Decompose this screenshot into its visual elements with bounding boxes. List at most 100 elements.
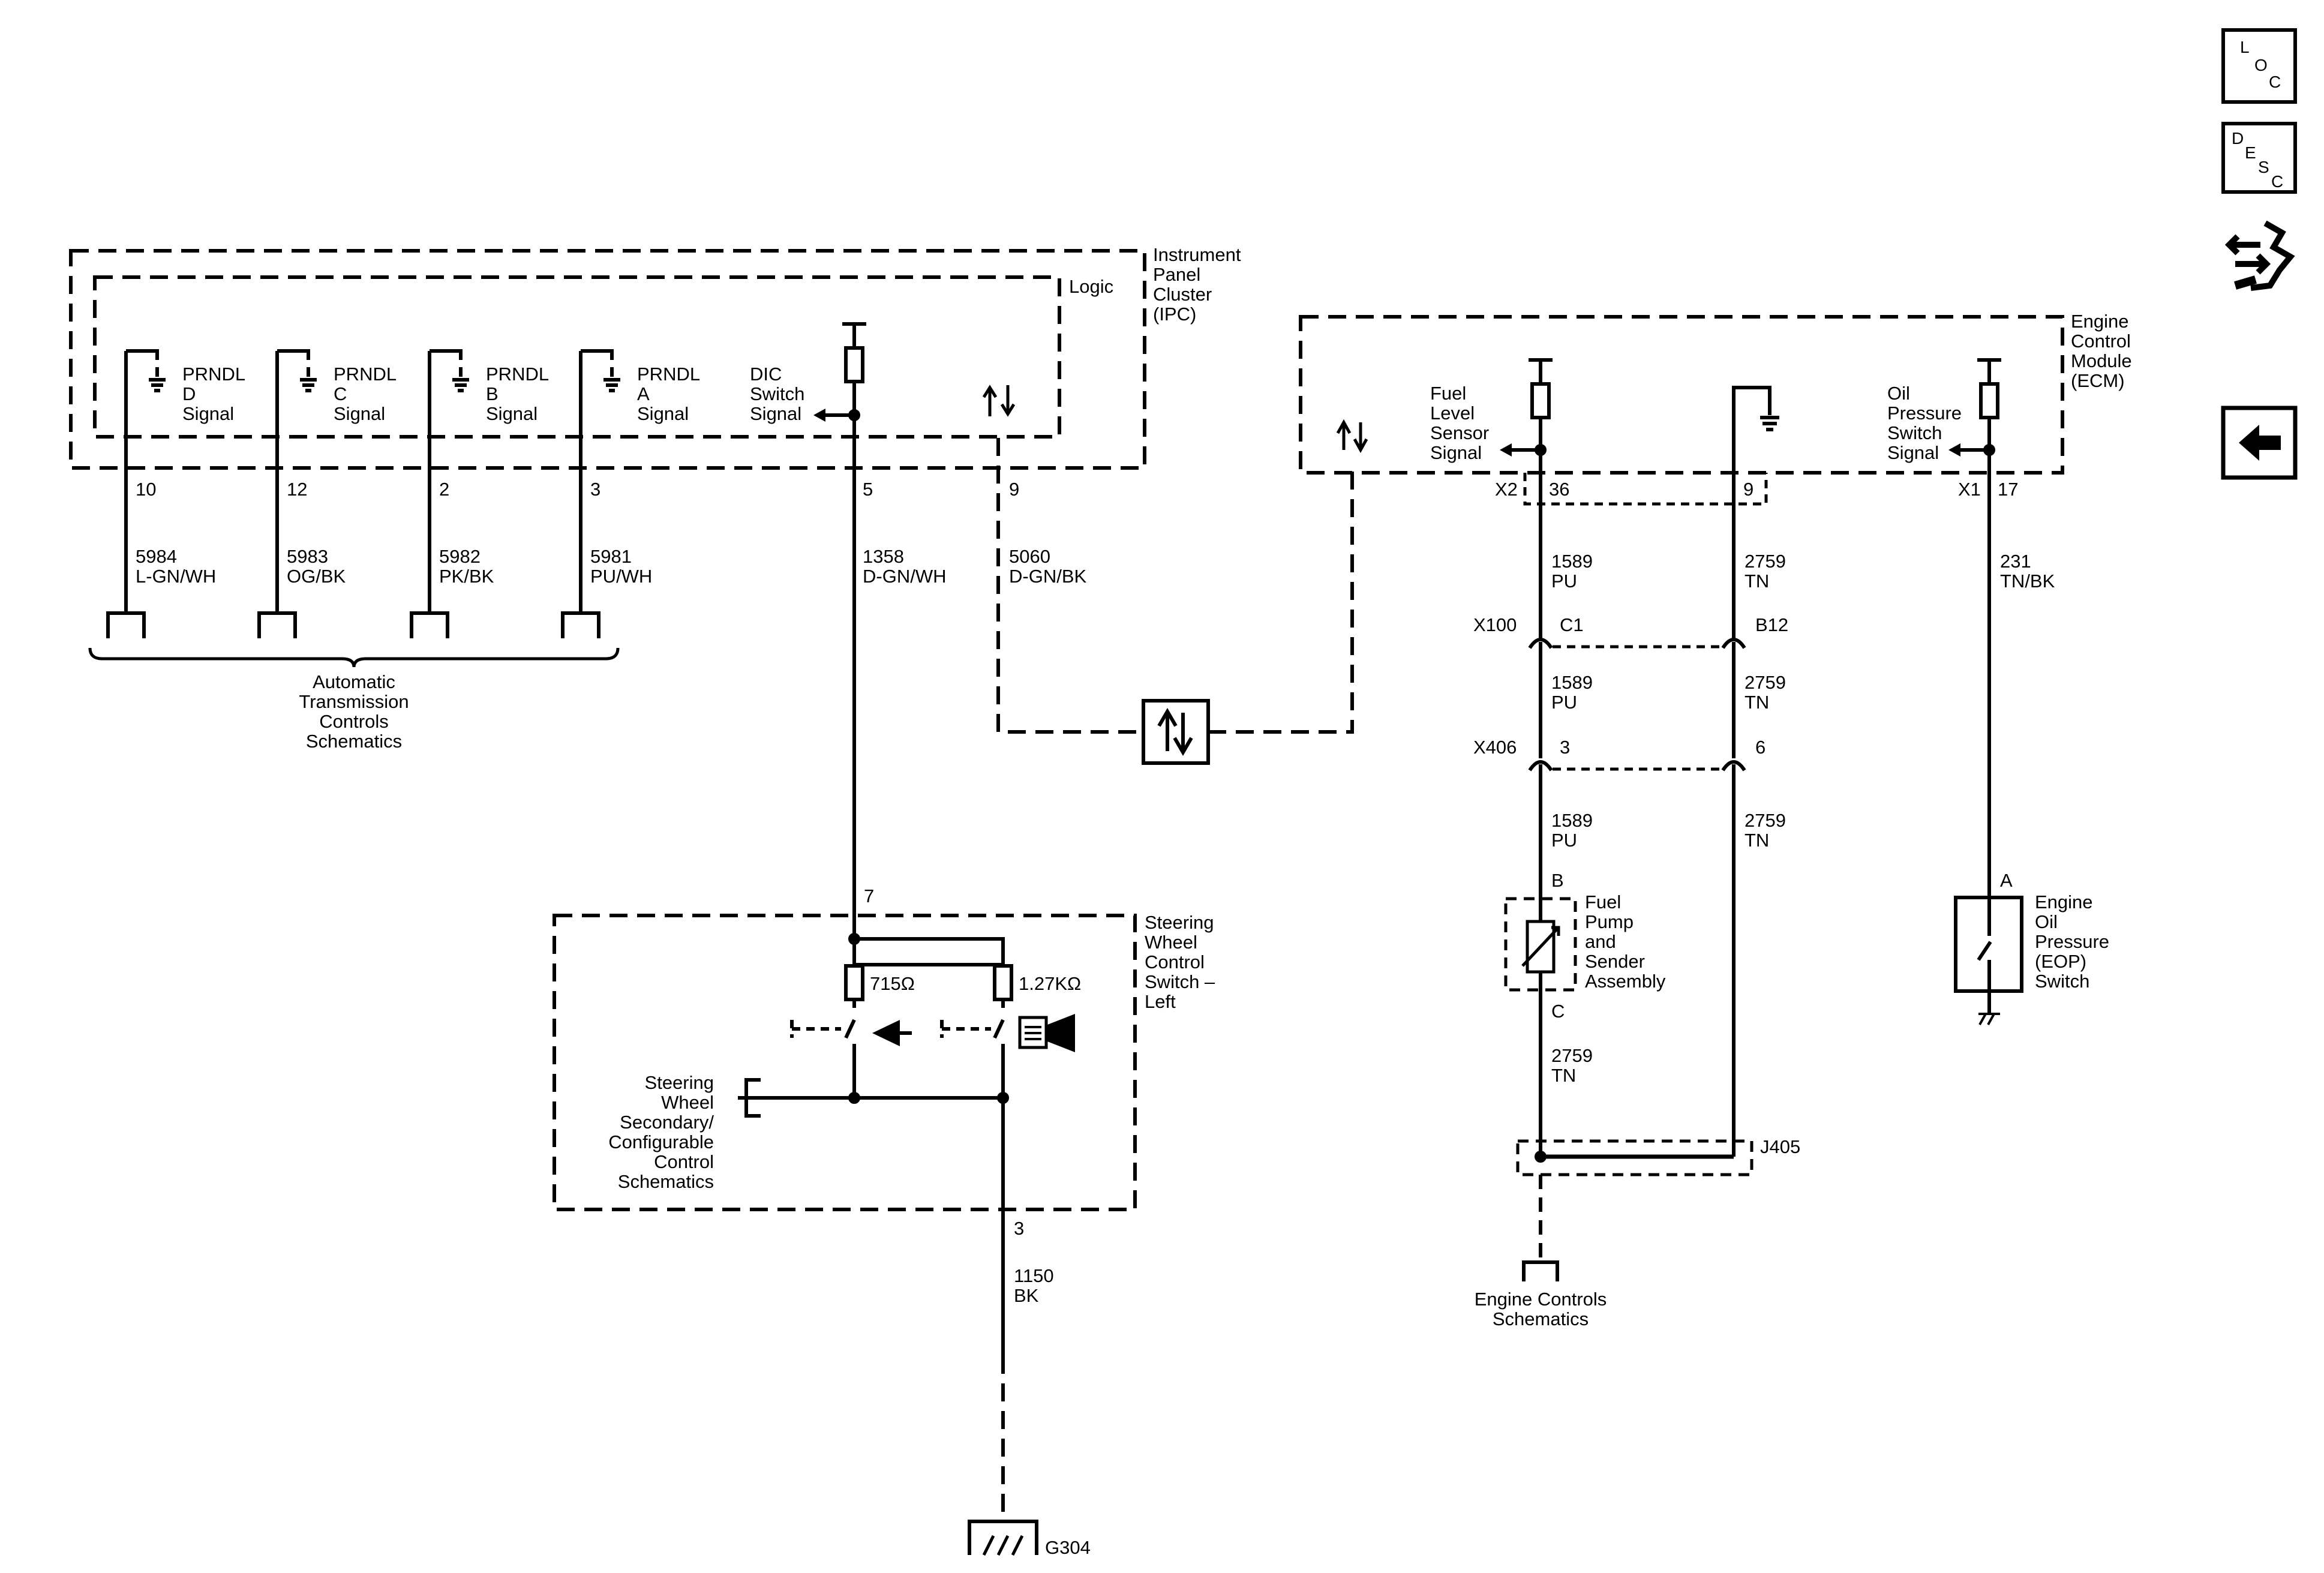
svg-text:TN: TN	[1551, 1065, 1576, 1086]
svg-text:Controls: Controls	[319, 711, 388, 732]
svg-text:Signal: Signal	[637, 403, 689, 424]
svg-text:Engine Controls: Engine Controls	[1475, 1289, 1607, 1310]
svg-text:L-GN/WH: L-GN/WH	[136, 566, 216, 587]
svg-text:Module: Module	[2071, 350, 2132, 371]
svg-text:D-GN/WH: D-GN/WH	[863, 566, 946, 587]
svg-text:Control: Control	[2071, 331, 2131, 352]
svg-text:Signal: Signal	[1887, 442, 1939, 463]
svg-text:PRNDL: PRNDL	[182, 364, 245, 385]
svg-text:O: O	[2254, 56, 2268, 74]
svg-text:C: C	[1551, 1001, 1565, 1022]
svg-text:Switch: Switch	[2035, 971, 2089, 992]
svg-text:5981: 5981	[590, 546, 632, 567]
svg-text:A: A	[637, 383, 650, 404]
svg-text:Signal: Signal	[1430, 442, 1482, 463]
svg-text:2759: 2759	[1744, 810, 1786, 831]
back-arrow-icon[interactable]	[2221, 406, 2298, 480]
svg-text:Switch –: Switch –	[1145, 971, 1215, 992]
svg-text:PK/BK: PK/BK	[439, 566, 494, 587]
fuel-circuit: 1589 PU 2759 TN X100 C1 B12 1589 PU 2759…	[1473, 551, 1800, 1329]
svg-text:1.27KΩ: 1.27KΩ	[1019, 973, 1081, 994]
svg-text:1589: 1589	[1551, 551, 1593, 572]
svg-text:Control: Control	[654, 1151, 714, 1172]
svg-text:17: 17	[1998, 479, 2018, 500]
svg-text:5982: 5982	[439, 546, 481, 567]
svg-text:5983: 5983	[287, 546, 328, 567]
svg-text:10: 10	[136, 479, 156, 500]
svg-text:231: 231	[2000, 551, 2031, 572]
svg-text:TN: TN	[1744, 692, 1769, 713]
svg-text:Secondary/: Secondary/	[620, 1112, 714, 1133]
svg-text:D: D	[182, 383, 196, 404]
svg-text:C1: C1	[1560, 614, 1584, 635]
svg-text:Fuel: Fuel	[1430, 383, 1466, 404]
svg-text:Sender: Sender	[1585, 951, 1645, 972]
svg-text:Automatic: Automatic	[313, 671, 395, 692]
connector-repair-icon[interactable]	[2224, 220, 2295, 291]
svg-text:B: B	[1551, 870, 1564, 891]
svg-text:Engine: Engine	[2035, 891, 2093, 912]
atc-reference: Automatic Transmission Controls Schemati…	[88, 647, 620, 752]
svg-text:1589: 1589	[1551, 672, 1593, 693]
svg-text:12: 12	[287, 479, 307, 500]
ipc-module: Instrument Panel Cluster (IPC) Logic	[69, 244, 1241, 470]
svg-text:X100: X100	[1473, 614, 1517, 635]
svg-text:TN: TN	[1744, 571, 1769, 592]
svg-text:G304: G304	[1045, 1537, 1091, 1558]
svg-text:2759: 2759	[1744, 551, 1786, 572]
svg-text:PRNDL: PRNDL	[334, 364, 397, 385]
svg-text:Pump: Pump	[1585, 911, 1634, 932]
svg-text:C: C	[2271, 172, 2283, 191]
svg-text:715Ω: 715Ω	[870, 973, 915, 994]
svg-text:B: B	[486, 383, 499, 404]
svg-text:PU: PU	[1551, 830, 1577, 851]
svg-text:Level: Level	[1430, 403, 1475, 424]
svg-text:Switch: Switch	[1887, 422, 1942, 443]
svg-text:Oil: Oil	[1887, 383, 1910, 404]
ipc-name-3: Cluster	[1153, 284, 1212, 305]
svg-text:OG/BK: OG/BK	[287, 566, 346, 587]
svg-text:Configurable: Configurable	[608, 1131, 714, 1152]
svg-text:7: 7	[864, 885, 874, 906]
svg-text:Assembly: Assembly	[1585, 971, 1666, 992]
svg-text:Signal: Signal	[750, 403, 801, 424]
svg-text:Steering: Steering	[645, 1072, 714, 1093]
dic-circuit: DIC Switch Signal 5 1358 D-GN/WH	[750, 322, 946, 939]
svg-text:Schematics: Schematics	[306, 731, 402, 752]
svg-text:3: 3	[1014, 1218, 1024, 1239]
svg-text:A: A	[2000, 870, 2013, 891]
svg-text:Fuel: Fuel	[1585, 891, 1621, 912]
svg-text:C: C	[2269, 73, 2281, 91]
svg-text:Sensor: Sensor	[1430, 422, 1489, 443]
svg-text:5: 5	[863, 479, 873, 500]
svg-text:B12: B12	[1755, 614, 1788, 635]
svg-text:2759: 2759	[1744, 672, 1786, 693]
svg-text:PRNDL: PRNDL	[486, 364, 549, 385]
svg-text:TN: TN	[1744, 830, 1769, 851]
svg-text:2: 2	[439, 479, 449, 500]
svg-text:DIC: DIC	[750, 364, 782, 385]
svg-text:36: 36	[1549, 479, 1569, 500]
ipc-name-4: (IPC)	[1153, 304, 1196, 325]
ipc-name-1: Instrument	[1153, 244, 1241, 265]
svg-text:2759: 2759	[1551, 1045, 1593, 1066]
loc-icon[interactable]: L O C	[2221, 28, 2297, 104]
svg-text:X2: X2	[1495, 479, 1518, 500]
svg-text:S: S	[2258, 158, 2269, 176]
svg-text:1358: 1358	[863, 546, 904, 567]
svg-text:TN/BK: TN/BK	[2000, 571, 2055, 592]
svg-text:L: L	[2240, 38, 2250, 56]
svg-text:Oil: Oil	[2035, 911, 2058, 932]
svg-text:(ECM): (ECM)	[2071, 370, 2125, 391]
svg-text:PU: PU	[1551, 692, 1577, 713]
svg-text:Schematics: Schematics	[1493, 1308, 1589, 1329]
svg-text:(EOP): (EOP)	[2035, 951, 2086, 972]
svg-text:9: 9	[1009, 479, 1019, 500]
swc-switch: Steering Wheel Control Switch – Left 7 7…	[553, 885, 1215, 1558]
ecm-module: Engine Control Module (ECM) Fuel Level S…	[1299, 311, 2132, 897]
svg-text:D-GN/BK: D-GN/BK	[1009, 566, 1087, 587]
svg-text:C: C	[334, 383, 347, 404]
desc-icon[interactable]: D E S C	[2221, 122, 2297, 194]
svg-text:5060: 5060	[1009, 546, 1050, 567]
